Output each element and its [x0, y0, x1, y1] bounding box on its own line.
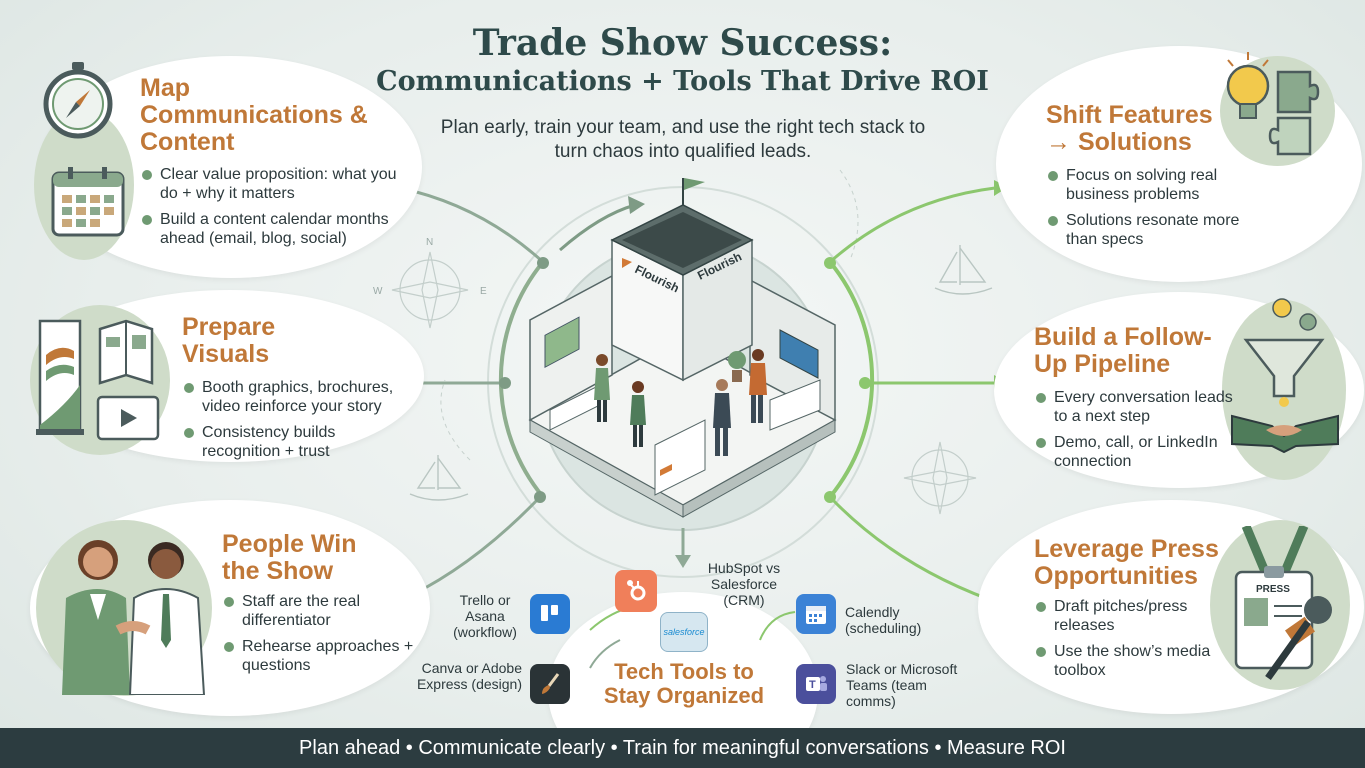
booth-screen-right — [779, 329, 819, 379]
tech-heading: Tech Tools to Stay Organized — [603, 659, 765, 708]
connector-node — [534, 491, 546, 503]
hubspot-icon[interactable] — [615, 570, 657, 612]
visuals-bullets: Booth graphics, brochures, video reinfor… — [184, 378, 414, 468]
crm-label: HubSpot vs Salesforce (CRM) — [707, 560, 781, 608]
slack-label: Slack or Microsoft Teams (team comms) — [846, 661, 958, 709]
connector-map — [399, 186, 545, 264]
calendar-icon — [51, 167, 125, 237]
compass-icon — [43, 62, 113, 139]
bullet-item: Rehearse approaches + questions — [224, 637, 424, 675]
map-bullets: Clear value proposition: what you do + w… — [142, 165, 402, 255]
salesforce-icon[interactable]: salesforce — [660, 612, 708, 652]
dashed-curve-decoration — [839, 169, 859, 261]
compass-e-label: E — [480, 286, 487, 297]
booth-person-3 — [713, 379, 731, 456]
calendar-glyph — [806, 606, 826, 624]
svg-text:T: T — [809, 679, 816, 691]
connector-node — [824, 491, 836, 503]
pipeline-bullets: Every conversation leads to a next step … — [1036, 388, 1236, 478]
people-heading: People Win the Show — [222, 530, 357, 585]
connector-shift — [829, 186, 996, 264]
bullet-item: Clear value proposition: what you do + w… — [142, 165, 402, 203]
bullet-item: Draft pitches/press releases — [1036, 597, 1216, 635]
visuals-heading: Prepare Visuals — [182, 313, 276, 368]
salesforce-logo-text: salesforce — [663, 627, 705, 637]
press-badge-text: PRESS — [1256, 584, 1290, 595]
footer-bar: Plan ahead • Communicate clearly • Train… — [0, 728, 1365, 768]
page-subtitle: Communications + Tools That Drive ROI — [376, 66, 989, 97]
bullet-item: Build a content calendar months ahead (e… — [142, 210, 402, 248]
handshake-people-icon — [62, 540, 206, 695]
booth-counter-right — [769, 379, 821, 431]
teams-icon[interactable]: T — [796, 664, 836, 704]
bullet-item: Consistency builds recognition + trust — [184, 423, 414, 461]
booth-logo-mark — [622, 258, 632, 268]
calendly-icon[interactable] — [796, 594, 836, 634]
lightbulb-puzzle-icon — [1226, 52, 1320, 156]
shift-bullets: Focus on solving real business problems … — [1048, 166, 1248, 256]
press-heading: Leverage Press Opportunities — [1034, 535, 1219, 590]
canva-icon[interactable] — [530, 664, 570, 704]
bullet-item: Focus on solving real business problems — [1048, 166, 1248, 204]
plant-icon — [728, 351, 746, 382]
arrow-head — [628, 196, 645, 214]
hub-arc-right — [828, 260, 875, 499]
compass-n-label: N — [426, 237, 433, 248]
bullet-item: Use the show’s media toolbox — [1036, 642, 1216, 680]
bullet-item: Demo, call, or LinkedIn connection — [1036, 433, 1236, 471]
trade-show-booth-illustration: Flourish Flourish — [528, 178, 837, 518]
booth-person-2 — [630, 381, 646, 447]
connector-node — [859, 377, 871, 389]
teams-glyph: T — [806, 676, 827, 691]
connector-node — [824, 257, 836, 269]
pipeline-heading: Build a Follow-Up Pipeline — [1034, 323, 1212, 378]
press-badge-microphone-icon: PRESS — [1234, 526, 1332, 681]
sailboat-left-icon — [409, 455, 469, 501]
funnel-handshake-icon — [1231, 298, 1339, 454]
shift-heading: Shift Features → Solutions — [1046, 101, 1213, 156]
trello-icon[interactable] — [530, 594, 570, 634]
flag-icon — [684, 178, 705, 190]
bullet-item: Solutions resonate more than specs — [1048, 211, 1248, 249]
booth-screen — [544, 316, 580, 368]
arrow-head — [675, 555, 691, 568]
visuals-icon — [36, 319, 160, 441]
compass-rose-right-icon — [903, 441, 977, 515]
booth-person-1 — [594, 354, 610, 422]
connector-node — [537, 257, 549, 269]
dashed-curve-decoration — [440, 379, 471, 461]
trello-glyph — [541, 605, 558, 621]
people-bullets: Staff are the real differentiator Rehear… — [224, 592, 424, 682]
canva-label: Canva or Adobe Express (design) — [416, 660, 522, 692]
page-title: Trade Show Success: — [472, 22, 893, 64]
paintbrush-glyph — [542, 673, 560, 694]
bullet-item: Every conversation leads to a next step — [1036, 388, 1236, 426]
trello-label: Trello or Asana (workflow) — [453, 592, 517, 640]
tagline: Plan early, train your team, and use the… — [440, 117, 926, 162]
central-hub: Flourish Flourish — [385, 178, 1017, 616]
hubspot-glyph — [627, 580, 646, 601]
bullet-item: Staff are the real differentiator — [224, 592, 424, 630]
sailboat-right-icon — [934, 245, 993, 295]
press-bullets: Draft pitches/press releases Use the sho… — [1036, 597, 1216, 687]
booth-counter-front — [654, 419, 706, 496]
bullet-item: Booth graphics, brochures, video reinfor… — [184, 378, 414, 416]
coin-icon — [1272, 298, 1292, 318]
map-heading: Map Communications & Content — [140, 74, 368, 156]
connector-node — [499, 377, 511, 389]
compass-w-label: W — [373, 286, 383, 297]
booth-person-4 — [749, 349, 767, 423]
calendly-label: Calendly (scheduling) — [845, 604, 922, 636]
compass-rose-left-icon — [391, 251, 469, 329]
hub-arc-top — [559, 203, 636, 252]
background-decorations: N W E — [373, 169, 993, 515]
